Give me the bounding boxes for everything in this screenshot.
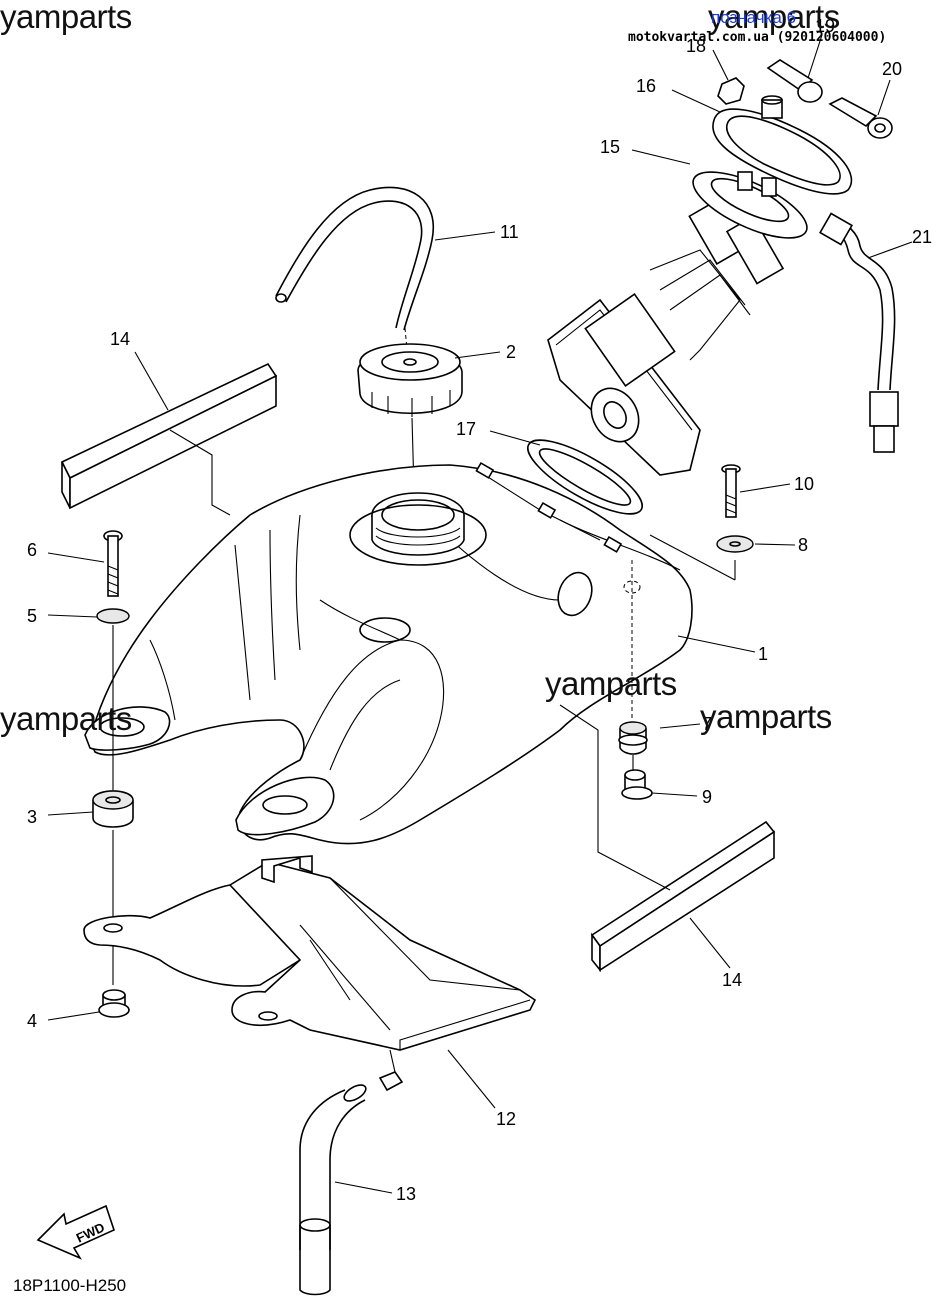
callout-leaders (47, 34, 913, 1194)
callout-21: 21 (912, 227, 932, 247)
part-11-vent-hose (275, 186, 435, 361)
part-21-fuel-hose (819, 212, 899, 453)
callout-14-left: 14 (110, 329, 130, 349)
callout-6: 6 (27, 540, 37, 560)
callout-12: 12 (496, 1109, 516, 1129)
drawing-code: 18P1100-H250 (13, 1276, 127, 1295)
callout-17: 17 (456, 419, 476, 439)
callout-11: 11 (500, 222, 519, 242)
callout-15: 15 (600, 137, 620, 157)
part-9-collar (621, 769, 653, 800)
part-7-grommet (618, 721, 648, 755)
callout-1: 1 (758, 644, 768, 664)
callout-8: 8 (798, 535, 808, 555)
part-13-hose (299, 1071, 404, 1296)
callout-13: 13 (396, 1184, 416, 1204)
callout-19: 19 (815, 16, 835, 36)
part-1-fuel-tank (84, 461, 693, 845)
callout-5: 5 (27, 606, 37, 626)
watermark-middle-right: yamparts (700, 698, 832, 735)
part-14-pad-left (60, 362, 278, 510)
callout-20: 20 (882, 59, 902, 79)
mark-link[interactable]: позначка 6 (711, 8, 797, 27)
part-14-pad-right (590, 820, 776, 973)
part-8-washer (716, 535, 754, 553)
part-4-collar (98, 989, 130, 1018)
callout-16: 16 (636, 76, 656, 96)
part-18-nut (717, 77, 745, 105)
part-15-fuel-pump (547, 171, 808, 476)
callout-numbers: 1 2 3 4 5 6 7 8 9 10 11 12 13 14 14 15 1… (27, 16, 932, 1204)
part-6-bolt (103, 530, 123, 597)
watermark-middle-center: yamparts (545, 665, 677, 702)
callout-7: 7 (702, 714, 712, 734)
callout-10: 10 (794, 474, 814, 494)
part-5-washer (96, 608, 130, 624)
callout-9: 9 (702, 787, 712, 807)
watermark-middle-left: yamparts (0, 700, 132, 737)
part-16-gasket (712, 95, 853, 195)
callout-18: 18 (686, 36, 706, 56)
callout-4: 4 (27, 1011, 37, 1031)
part-12-tank-bracket (83, 855, 537, 1051)
callout-3: 3 (27, 807, 37, 827)
site-reference: motokvartal.com.ua (920120604000) (628, 30, 887, 45)
watermark-top-left: yamparts (0, 0, 132, 35)
part-19-bolt (766, 59, 823, 103)
callout-14-right: 14 (722, 970, 742, 990)
fwd-arrow-icon: FWD (36, 1204, 115, 1260)
callout-2: 2 (506, 342, 516, 362)
part-10-bolt (721, 464, 741, 518)
part-20-union-bolt (828, 97, 893, 139)
watermark-top-right: yamparts (708, 0, 840, 35)
part-17-gasket (527, 439, 643, 515)
part-3-grommet (92, 790, 134, 828)
